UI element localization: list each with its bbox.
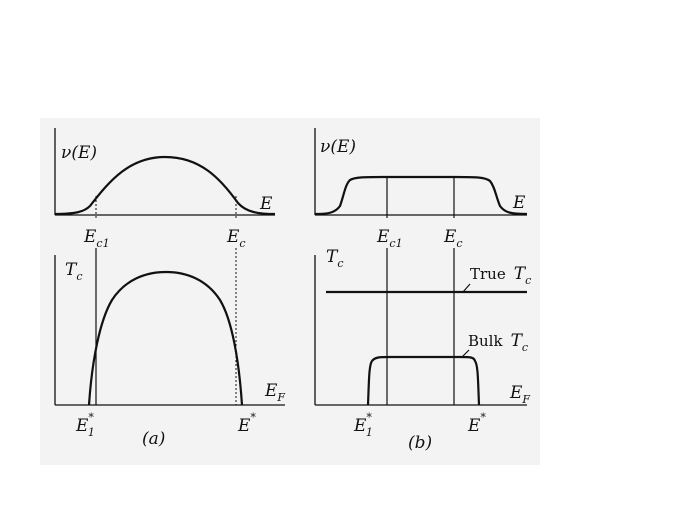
panel-b-true-tc-leader <box>462 283 471 293</box>
panel-a-tc-plot: Tc EF E*1 E* (a) <box>54 248 285 449</box>
panel-a-top-x-label: E <box>259 194 273 214</box>
panel-b-estar-label: E* <box>467 411 486 436</box>
panel-b-dos-plot: ν(E) E Ec1 Ec <box>314 128 528 250</box>
panel-a: ν(E) E Ec1 Ec Tc EF E*1 <box>54 128 285 449</box>
panel-b-bottom-y-label: Tc <box>326 247 344 270</box>
panel-a-top-y-label: ν(E) <box>61 143 97 163</box>
panel-b-ec-label: Ec <box>443 227 463 250</box>
panel-a-dos-curve <box>54 155 276 216</box>
panel-b-bottom-x-label: EF <box>509 383 530 406</box>
panel-b-dos-curve <box>314 175 528 216</box>
panel-b-top-x-label: E <box>512 193 526 213</box>
panel-a-dos-plot: ν(E) E Ec1 Ec <box>54 128 276 250</box>
panel-a-ec-label: Ec <box>226 227 246 250</box>
panel-b-top-y-label: ν(E) <box>320 137 356 157</box>
panel-b-bulk-tc-leader <box>461 349 470 358</box>
panel-b-e1star-label: E*1 <box>353 411 373 439</box>
panel-a-estar-label: E* <box>237 411 256 436</box>
panel-a-e1star-label: E*1 <box>75 411 95 439</box>
panel-a-bottom-y-label: Tc <box>65 260 83 283</box>
panel-b-caption: (b) <box>408 433 432 453</box>
panel-a-ec1-label: Ec1 <box>83 227 110 250</box>
panel-a-bottom-x-label: EF <box>264 381 285 404</box>
panel-b-bulk-tc-curve <box>366 355 481 406</box>
panel-a-tc-curve <box>87 270 244 406</box>
panel-b-ec1-label: Ec1 <box>376 227 403 250</box>
panel-a-caption: (a) <box>142 429 165 449</box>
